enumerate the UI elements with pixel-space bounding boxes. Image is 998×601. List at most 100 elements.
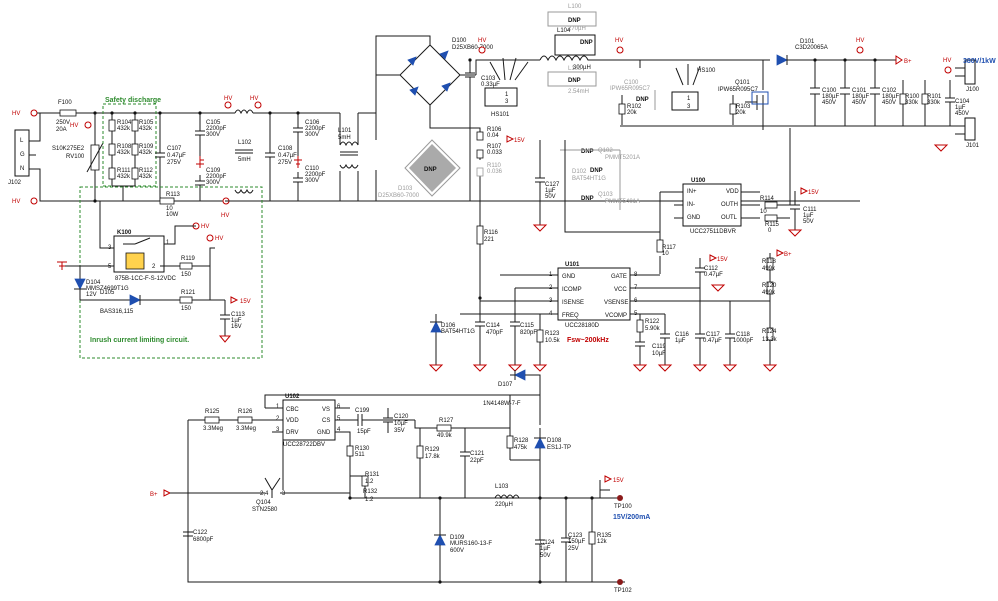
svg-text:HS100: HS100 bbox=[697, 68, 716, 74]
svg-text:4: 4 bbox=[337, 427, 341, 433]
svg-text:1µF: 1µF bbox=[545, 188, 556, 194]
bulk-caps: C100 180µF 450V C101 180µF 450V C102 180… bbox=[810, 60, 899, 126]
svg-text:R128: R128 bbox=[514, 438, 529, 444]
svg-text:432k: 432k bbox=[117, 126, 131, 132]
svg-text:432k: 432k bbox=[117, 174, 131, 180]
diode-d101: D101 C3D20065A bbox=[776, 39, 900, 66]
svg-text:5mH: 5mH bbox=[338, 135, 351, 141]
svg-text:1: 1 bbox=[687, 96, 691, 102]
svg-text:6: 6 bbox=[337, 404, 341, 410]
relay-k100: K100 875B-1CC-F-S-12VDC 3 5 1 2 bbox=[57, 201, 215, 282]
svg-text:432k: 432k bbox=[117, 150, 131, 156]
svg-text:1000pF: 1000pF bbox=[733, 338, 754, 344]
svg-text:150: 150 bbox=[181, 272, 192, 278]
svg-text:R102: R102 bbox=[627, 104, 642, 110]
bridge-d100: D100 D25XB60-7000 bbox=[375, 35, 494, 201]
svg-text:R110: R110 bbox=[487, 163, 502, 169]
svg-text:TP100: TP100 bbox=[614, 504, 632, 510]
svg-text:R112: R112 bbox=[139, 168, 154, 174]
svg-text:C121: C121 bbox=[470, 451, 485, 457]
svg-text:L105: L105 bbox=[568, 66, 582, 72]
svg-text:STN2580: STN2580 bbox=[252, 507, 278, 513]
svg-text:150µF: 150µF bbox=[568, 539, 585, 545]
mosfet-c100-dnp: C100 IPW65R095C7 DNP bbox=[610, 80, 656, 110]
svg-text:R124: R124 bbox=[762, 329, 777, 335]
resistor-r131-r132: R131 1.2 R132 1.2 bbox=[349, 472, 380, 503]
svg-text:C118: C118 bbox=[736, 332, 751, 338]
svg-text:470pF: 470pF bbox=[486, 330, 503, 336]
svg-text:275V: 275V bbox=[167, 160, 181, 166]
svg-text:C105: C105 bbox=[206, 120, 221, 126]
bplus-flag-r118: B+ bbox=[776, 249, 792, 258]
svg-text:221: 221 bbox=[484, 237, 495, 243]
inductor-l104: L104 300µH DNP bbox=[539, 28, 608, 71]
svg-text:1µF: 1µF bbox=[955, 105, 966, 111]
svg-text:50V: 50V bbox=[803, 219, 814, 225]
svg-text:L102: L102 bbox=[238, 140, 252, 146]
svg-text:10: 10 bbox=[662, 251, 669, 257]
svg-text:C114: C114 bbox=[486, 323, 501, 329]
testpoint-tp102: TP102 bbox=[614, 579, 632, 594]
diode-d108: D108 ES1J-TP bbox=[534, 428, 571, 460]
svg-text:1.2: 1.2 bbox=[365, 497, 374, 503]
svg-text:220µH: 220µH bbox=[495, 502, 513, 508]
svg-text:IPW65R095C7: IPW65R095C7 bbox=[718, 87, 759, 93]
svg-text:HV: HV bbox=[250, 96, 258, 102]
svg-text:HV: HV bbox=[215, 236, 223, 242]
capacitor-c113: C113 1µF 16V bbox=[218, 300, 246, 343]
hv-marker-d101: HV bbox=[856, 38, 864, 54]
svg-text:C3D20065A: C3D20065A bbox=[795, 45, 828, 51]
svg-text:0.036: 0.036 bbox=[487, 169, 503, 175]
svg-text:2200pF: 2200pF bbox=[305, 172, 326, 178]
svg-text:R100: R100 bbox=[905, 94, 920, 100]
svg-text:2200pF: 2200pF bbox=[206, 174, 227, 180]
resistor-r114-r115: R114 10 R115 0 bbox=[760, 128, 791, 234]
inductor-l105: L105 DNP 2.54mH bbox=[547, 66, 597, 95]
capacitor-c106-c110: C106 2200pF 300V C110 2200pF 300V bbox=[293, 113, 326, 201]
resistor-r128: R128 475k bbox=[506, 428, 529, 460]
ic-u100: IN+ IN- GND VDD OUTH OUTL U100 UCC27511D… bbox=[660, 178, 760, 235]
svg-text:C120: C120 bbox=[394, 414, 409, 420]
svg-text:K100: K100 bbox=[117, 230, 132, 236]
svg-text:C110: C110 bbox=[305, 166, 320, 172]
svg-text:C127: C127 bbox=[545, 182, 560, 188]
svg-text:1µF: 1µF bbox=[803, 213, 814, 219]
svg-text:S10K275E2: S10K275E2 bbox=[52, 146, 85, 152]
svg-text:VCOMP: VCOMP bbox=[605, 313, 627, 319]
svg-text:1: 1 bbox=[166, 240, 170, 246]
svg-text:50V: 50V bbox=[540, 553, 551, 559]
svg-text:HS101: HS101 bbox=[491, 112, 510, 118]
svg-text:499k: 499k bbox=[762, 266, 776, 272]
svg-text:180µF: 180µF bbox=[822, 94, 839, 100]
svg-text:UCC28180D: UCC28180D bbox=[565, 323, 600, 329]
svg-text:C100: C100 bbox=[822, 88, 837, 94]
bridge-d103-dnp: DNP D103 D25XB60-7000 bbox=[378, 139, 461, 199]
svg-text:10: 10 bbox=[760, 209, 767, 215]
svg-text:OUTL: OUTL bbox=[721, 215, 738, 221]
svg-text:R113: R113 bbox=[166, 192, 181, 198]
svg-text:2200pF: 2200pF bbox=[305, 126, 326, 132]
svg-text:0.47µF: 0.47µF bbox=[704, 272, 723, 278]
svg-text:GND: GND bbox=[317, 430, 331, 436]
svg-text:432k: 432k bbox=[139, 150, 153, 156]
svg-text:IPW65R095C7: IPW65R095C7 bbox=[610, 86, 651, 92]
capacitors-c116-c117-c118: C116 1µF C117 0.47µF C118 1000pF bbox=[657, 288, 754, 372]
svg-text:270µH: 270µH bbox=[568, 26, 586, 32]
heatsink-hs100: HS100 1 3 bbox=[671, 64, 716, 111]
svg-text:VCC: VCC bbox=[614, 287, 627, 293]
svg-text:IN+: IN+ bbox=[687, 189, 697, 195]
output-main-label: 380V/1kW bbox=[963, 58, 996, 65]
svg-text:300V: 300V bbox=[206, 132, 220, 138]
svg-text:330k: 330k bbox=[905, 100, 919, 106]
diode-d107: D107 1N4148W-7-F bbox=[483, 369, 541, 425]
svg-text:6800pF: 6800pF bbox=[193, 537, 214, 543]
resistor-r119-r121: R119 150 R121 150 bbox=[179, 256, 211, 312]
net-15v-flag-inrush: 15V bbox=[230, 296, 251, 305]
capacitor-c111: C111 1µF 50V bbox=[787, 191, 817, 237]
connector-j102: L G N J102 bbox=[8, 129, 30, 186]
capacitor-c123: C123 150µF 25V bbox=[561, 498, 585, 582]
svg-text:VDD: VDD bbox=[286, 418, 299, 424]
svg-text:Q102: Q102 bbox=[598, 148, 613, 154]
svg-text:DNP: DNP bbox=[581, 196, 594, 202]
resistor-r117: R117 10 bbox=[564, 140, 677, 274]
